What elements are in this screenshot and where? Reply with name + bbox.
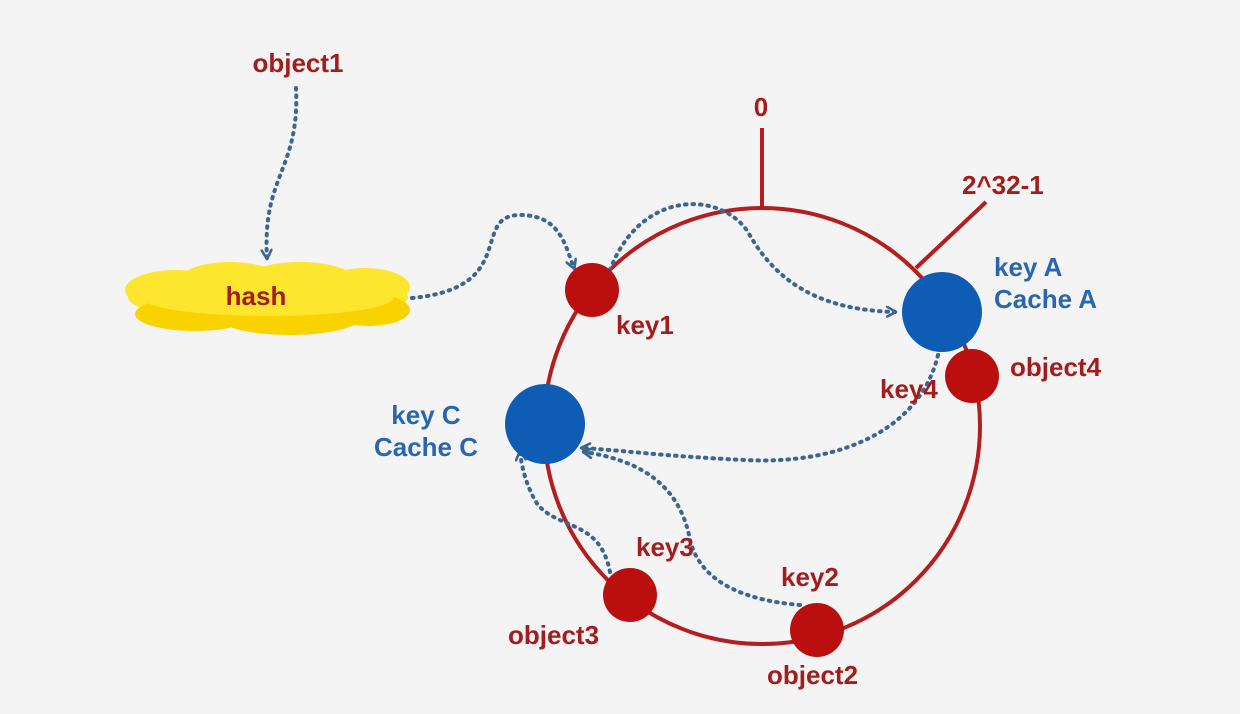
hash-cloud — [125, 262, 410, 335]
max-label: 2^32-1 — [962, 170, 1044, 200]
arrow-key3-to-cache-c — [520, 452, 612, 574]
object3-label: object3 — [508, 620, 599, 650]
cache-c-key-label: key C — [391, 400, 461, 430]
cache-a-name-label: Cache A — [994, 284, 1097, 314]
zero-label: 0 — [754, 92, 768, 122]
hash-label: hash — [226, 281, 287, 311]
key1-label: key1 — [616, 310, 674, 340]
key1-node — [565, 263, 619, 317]
object2-node — [790, 603, 844, 657]
key4-label: key4 — [880, 374, 938, 404]
cache-a-key-label: key A — [994, 252, 1063, 282]
object4-node — [945, 349, 999, 403]
cache-c-node — [505, 384, 585, 464]
arrow-hash-to-key1 — [410, 212, 574, 300]
object1-label: object1 — [252, 48, 343, 78]
arrow-object1-to-hash — [267, 86, 299, 258]
object3-node — [603, 568, 657, 622]
arrow-key1-to-cache-a — [608, 202, 895, 312]
key3-label: key3 — [636, 532, 694, 562]
object2-label: object2 — [767, 660, 858, 690]
object4-label: object4 — [1010, 352, 1102, 382]
key2-label: key2 — [781, 562, 839, 592]
arrow-key4-to-cache-c — [582, 353, 940, 463]
arrows — [267, 86, 940, 607]
max-tick — [914, 200, 988, 270]
arrow-key2-to-cache-c — [584, 452, 802, 607]
cache-c-name-label: Cache C — [374, 432, 478, 462]
cache-a-node — [902, 272, 982, 352]
